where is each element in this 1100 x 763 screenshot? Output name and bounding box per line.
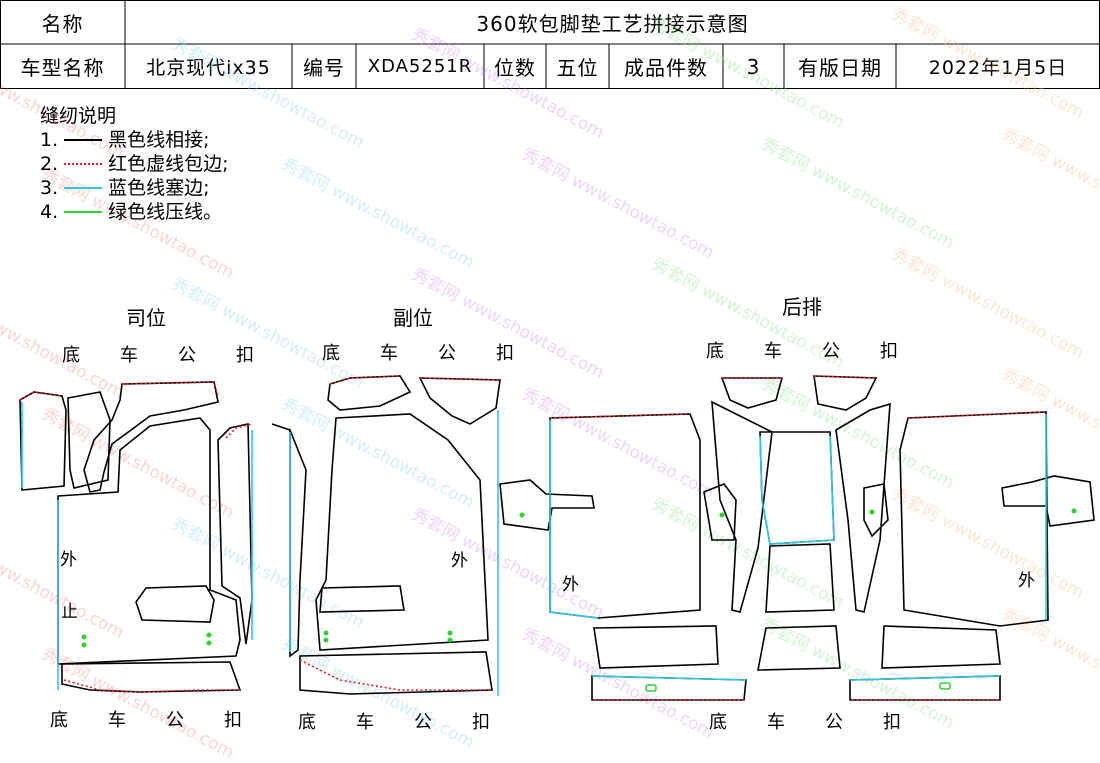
pieces-label: 成品件数 (624, 56, 708, 80)
passenger-top-strip (327, 375, 412, 411)
rear-right-flap (1001, 475, 1095, 527)
rear-left-pocket (703, 483, 737, 541)
rear-center-hump (765, 543, 835, 613)
header-table: 名称 360软包脚垫工艺拼接示意图 车型名称 北京现代ix35 编号 XDA52… (0, 0, 1100, 89)
driver-press-marks (81, 632, 212, 648)
pieces-value: 3 (746, 54, 761, 79)
passenger-mat-pieces (271, 375, 501, 695)
date-label: 有版日期 (798, 56, 882, 80)
rear-bottom-edge-label: 底车公扣 (709, 712, 901, 733)
legend-item: 4. 绿色线压线。 (40, 200, 229, 224)
rear-center-top-right (813, 375, 878, 411)
code-label: 编号 (303, 56, 345, 80)
legend-text: 蓝色线塞边; (108, 177, 210, 199)
passenger-outer-label: 外 (451, 551, 468, 571)
legend-num: 2. (40, 153, 59, 175)
rear-left-floor (593, 625, 719, 669)
rear-left-flap (499, 479, 595, 531)
legend-num: 1. (40, 129, 59, 151)
legend-text: 红色虚线包边; (108, 153, 229, 175)
car-model-value: 北京现代ix35 (146, 57, 271, 79)
name-label: 名称 (41, 11, 84, 36)
passenger-bottom-strip (299, 651, 493, 695)
driver-mat-pieces (19, 381, 253, 693)
rear-top-edge-label: 底车公扣 (706, 341, 898, 362)
driver-bottom-strip (61, 661, 242, 693)
passenger-press-marks (323, 630, 453, 643)
driver-top-strip (83, 381, 219, 493)
rear-center-wing-left (711, 400, 773, 613)
rear-center-top-left (720, 377, 784, 409)
seats-value: 五位 (556, 56, 599, 80)
passenger-bottom-edge-label: 底车公扣 (298, 712, 490, 733)
driver-right-strip (217, 423, 253, 645)
legend-title: 缝纫说明 (40, 105, 117, 127)
green-line-swatch (64, 211, 103, 213)
passenger-section-title: 副位 (393, 306, 433, 330)
legend-text: 绿色线压线。 (108, 201, 223, 223)
passenger-binding (299, 375, 501, 691)
black-line-swatch (64, 139, 103, 141)
rear-center-bottom (757, 625, 841, 671)
legend-text: 黑色线相接; (108, 129, 210, 151)
driver-top-left-piece (19, 391, 67, 491)
rear-binding (549, 375, 1047, 701)
rear-right-outer-label: 外 (1018, 571, 1035, 591)
rear-left-outer-label: 外 (562, 575, 579, 595)
rear-right-floor (881, 625, 1001, 669)
diagram-title: 360软包脚垫工艺拼接示意图 (476, 11, 749, 36)
rear-center-wing-right (835, 402, 891, 613)
legend-item: 3. 蓝色线塞边; (40, 176, 229, 200)
rear-right-main (899, 411, 1049, 627)
code-value: XDA5251R (367, 56, 473, 77)
driver-pedal-panel (67, 391, 111, 489)
rear-press-marks (519, 508, 1077, 692)
blue-line-swatch (64, 187, 103, 189)
legend-item: 2. 红色虚线包边; (40, 152, 229, 176)
rear-right-pocket (863, 483, 889, 538)
passenger-main-body (315, 413, 489, 651)
passenger-tuck-lines (289, 410, 499, 696)
rear-section-title: 后排 (782, 295, 822, 319)
rear-tuck-lines (549, 414, 1047, 681)
legend-num: 4. (40, 201, 59, 223)
seats-label: 位数 (494, 56, 536, 80)
passenger-left-strip (271, 423, 307, 658)
driver-tuck-lines (21, 402, 253, 690)
driver-binding (19, 381, 253, 693)
driver-heel-pad (135, 585, 215, 623)
rear-center-tunnel (759, 431, 835, 545)
legend-item: 1. 黑色线相接; (40, 128, 229, 152)
date-value: 2022年1月5日 (928, 57, 1068, 79)
driver-outer-label: 外 (60, 550, 77, 570)
legend-num: 3. (40, 177, 59, 199)
sewing-legend: 缝纫说明 1. 黑色线相接; 2. 红色虚线包边; 3. 蓝色线塞边; 4. 绿… (40, 104, 229, 224)
driver-top-edge-label: 底车公扣 (62, 345, 254, 366)
pattern-drawing (19, 375, 1095, 701)
passenger-heel-pad (319, 585, 405, 613)
passenger-top-right (418, 377, 501, 425)
driver-main-body (57, 417, 241, 665)
rear-left-main (549, 413, 701, 619)
car-model-label: 车型名称 (20, 56, 105, 80)
passenger-top-edge-label: 底车公扣 (322, 343, 514, 364)
driver-stop-label: 止 (61, 602, 78, 622)
driver-section-title: 司位 (126, 306, 166, 330)
driver-bottom-edge-label: 底车公扣 (50, 710, 242, 731)
rear-mat-pieces (499, 375, 1095, 701)
red-dotted-line-swatch (64, 163, 103, 165)
